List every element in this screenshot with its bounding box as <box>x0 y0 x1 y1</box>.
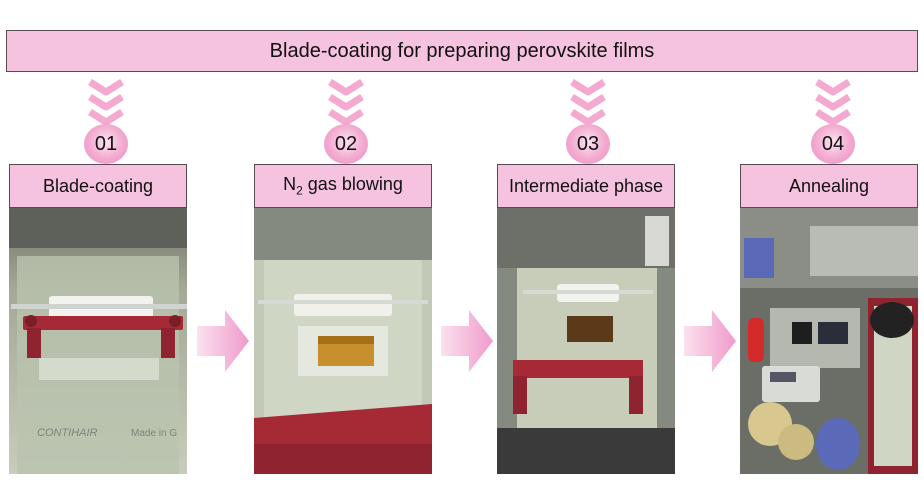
arrow-right-icon <box>441 310 493 372</box>
step-label-text: Intermediate phase <box>508 175 664 196</box>
step-badge-01: 01 <box>84 124 128 164</box>
arrow-right-icon <box>197 310 249 372</box>
step-label-text: Annealing <box>788 175 870 196</box>
photo-n2-gas-blowing <box>254 208 432 474</box>
label-rest: gas blowing <box>302 174 403 195</box>
photo-intermediate-phase-illustration <box>497 208 675 474</box>
step-badge-03: 03 <box>566 124 610 164</box>
step-label-annealing: Annealing <box>740 164 918 208</box>
chevron-down-icon <box>570 79 606 126</box>
step-label-intermediate-phase: Intermediate phase <box>497 164 675 208</box>
step-label-n2-gas-blowing: N2 gas blowing <box>254 164 432 208</box>
diagram-title: Blade-coating for preparing perovskite f… <box>269 39 655 62</box>
photo-annealing <box>740 208 918 474</box>
step-number: 01 <box>94 132 118 155</box>
photo-annealing-illustration <box>740 208 918 474</box>
label-n: N <box>283 174 297 195</box>
chevron-down-icon <box>88 79 124 126</box>
arrow-right-icon <box>684 310 736 372</box>
step-number: 03 <box>576 132 600 155</box>
step-badge-04: 04 <box>811 124 855 164</box>
step-number: 04 <box>821 132 845 155</box>
chevron-down-icon <box>815 79 851 126</box>
photo-intermediate-phase <box>497 208 675 474</box>
photo-blade-coating-illustration: CONTIHAIR Made in G <box>9 208 187 474</box>
photo-n2-gas-blowing-illustration <box>254 208 432 474</box>
step-label-text: Blade-coating <box>42 175 154 196</box>
chevron-down-icon <box>328 79 364 126</box>
step-number: 02 <box>334 132 358 155</box>
step-label-blade-coating: Blade-coating <box>9 164 187 208</box>
step-badge-02: 02 <box>324 124 368 164</box>
photo-blade-coating: CONTIHAIR Made in G <box>9 208 187 474</box>
photo-brand-text: CONTIHAIR <box>37 427 98 439</box>
step-label-text: N2 gas blowing <box>283 174 403 198</box>
photo-made-in-text: Made in G <box>131 428 177 439</box>
label-subscript: 2 <box>296 183 303 198</box>
title-banner: Blade-coating for preparing perovskite f… <box>6 30 918 72</box>
